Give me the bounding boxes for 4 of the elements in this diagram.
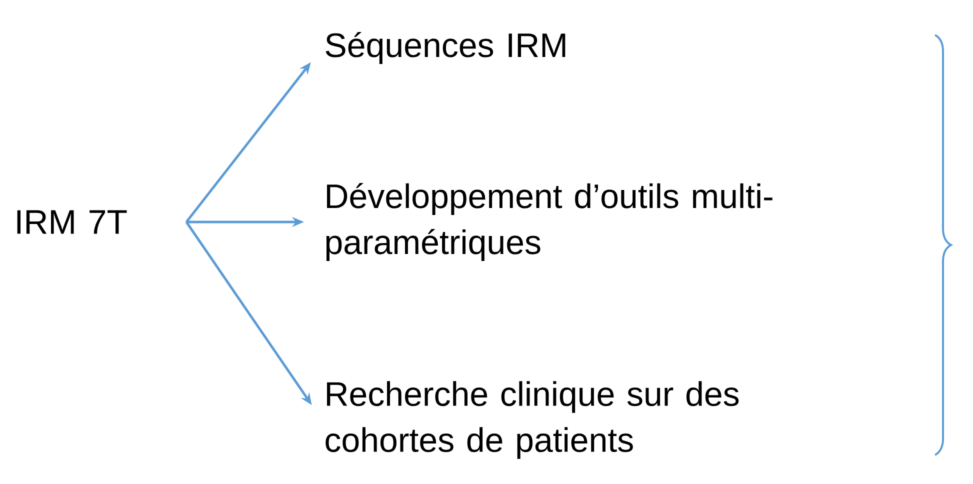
text-label: Séquences IRM [326, 32, 566, 64]
text-label: Recherche clinique sur des cohortes de patients [326, 381, 739, 459]
text-label: IRM 7T [17, 210, 127, 234]
text-label: Développement d’outils multi-paramétriques [326, 182, 772, 262]
